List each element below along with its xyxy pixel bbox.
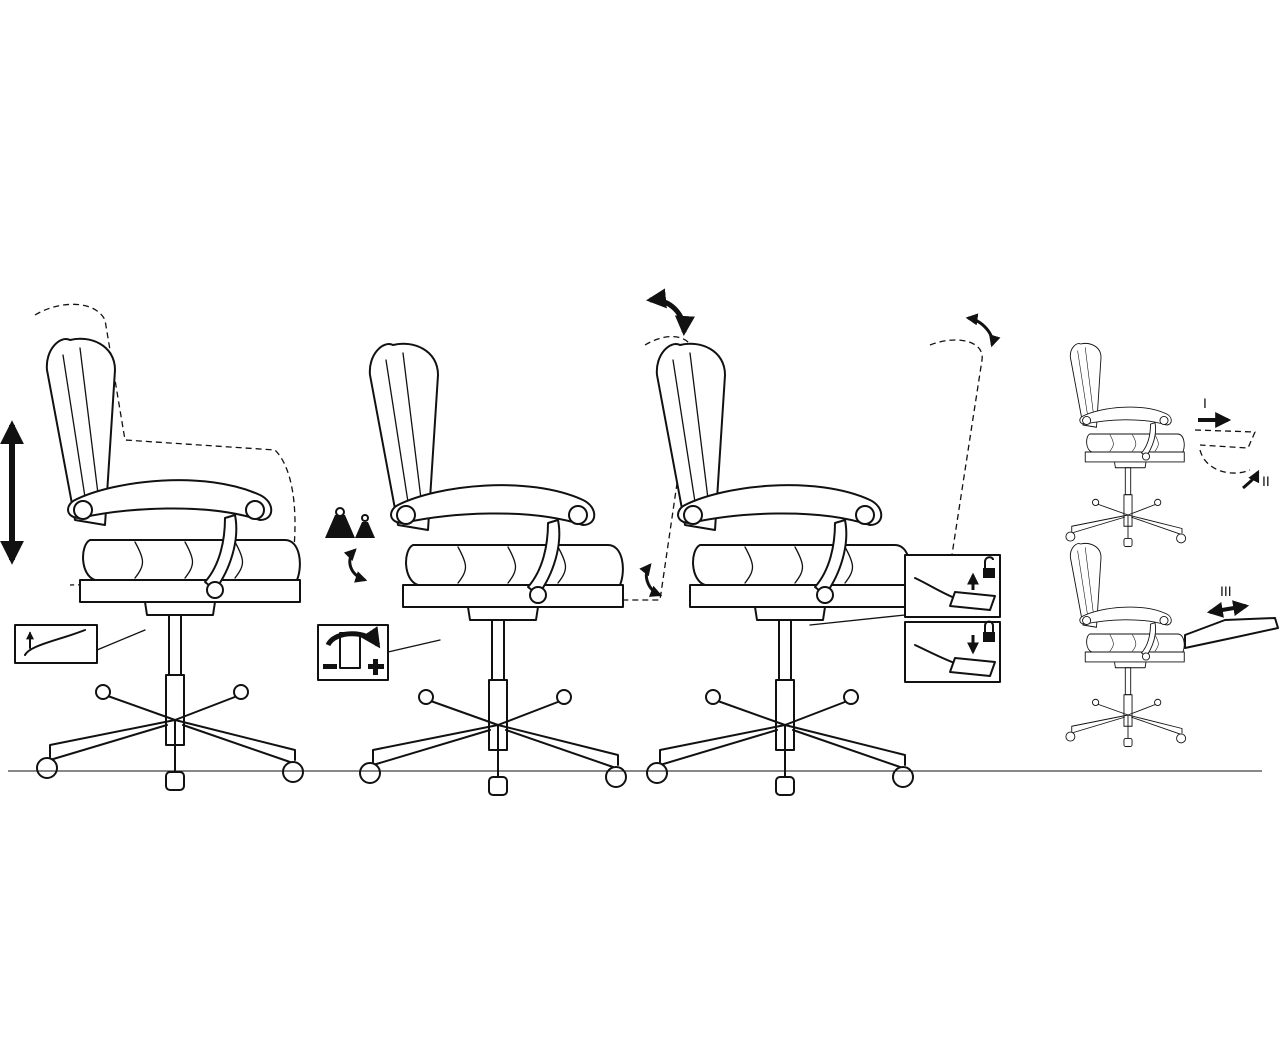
tilt-arrow-icon	[646, 288, 695, 336]
lock-icon	[983, 620, 995, 642]
step-1-arrow: I	[1198, 395, 1232, 428]
tension-knob-icon	[317, 624, 441, 681]
panel-footrest: I II III	[1065, 342, 1279, 747]
plus-icon	[368, 659, 384, 675]
weight-light-icon	[355, 514, 375, 538]
step-3-label: III	[1220, 583, 1232, 599]
panel-tilt-tension	[317, 288, 696, 796]
lever-inset	[14, 624, 146, 664]
panel-tilt-lock	[639, 313, 1001, 796]
step-2-label: II	[1262, 473, 1270, 489]
step-1-label: I	[1203, 395, 1207, 411]
weight-heavy-icon	[325, 507, 355, 538]
step-3-arrow: III	[1206, 583, 1250, 618]
step-2-arrow: II	[1242, 469, 1270, 490]
minus-icon	[323, 664, 337, 669]
panel-height-adjust	[0, 303, 304, 791]
unlock-icon	[983, 556, 995, 578]
lock-inset	[904, 620, 1001, 683]
unlock-inset	[904, 554, 1001, 618]
